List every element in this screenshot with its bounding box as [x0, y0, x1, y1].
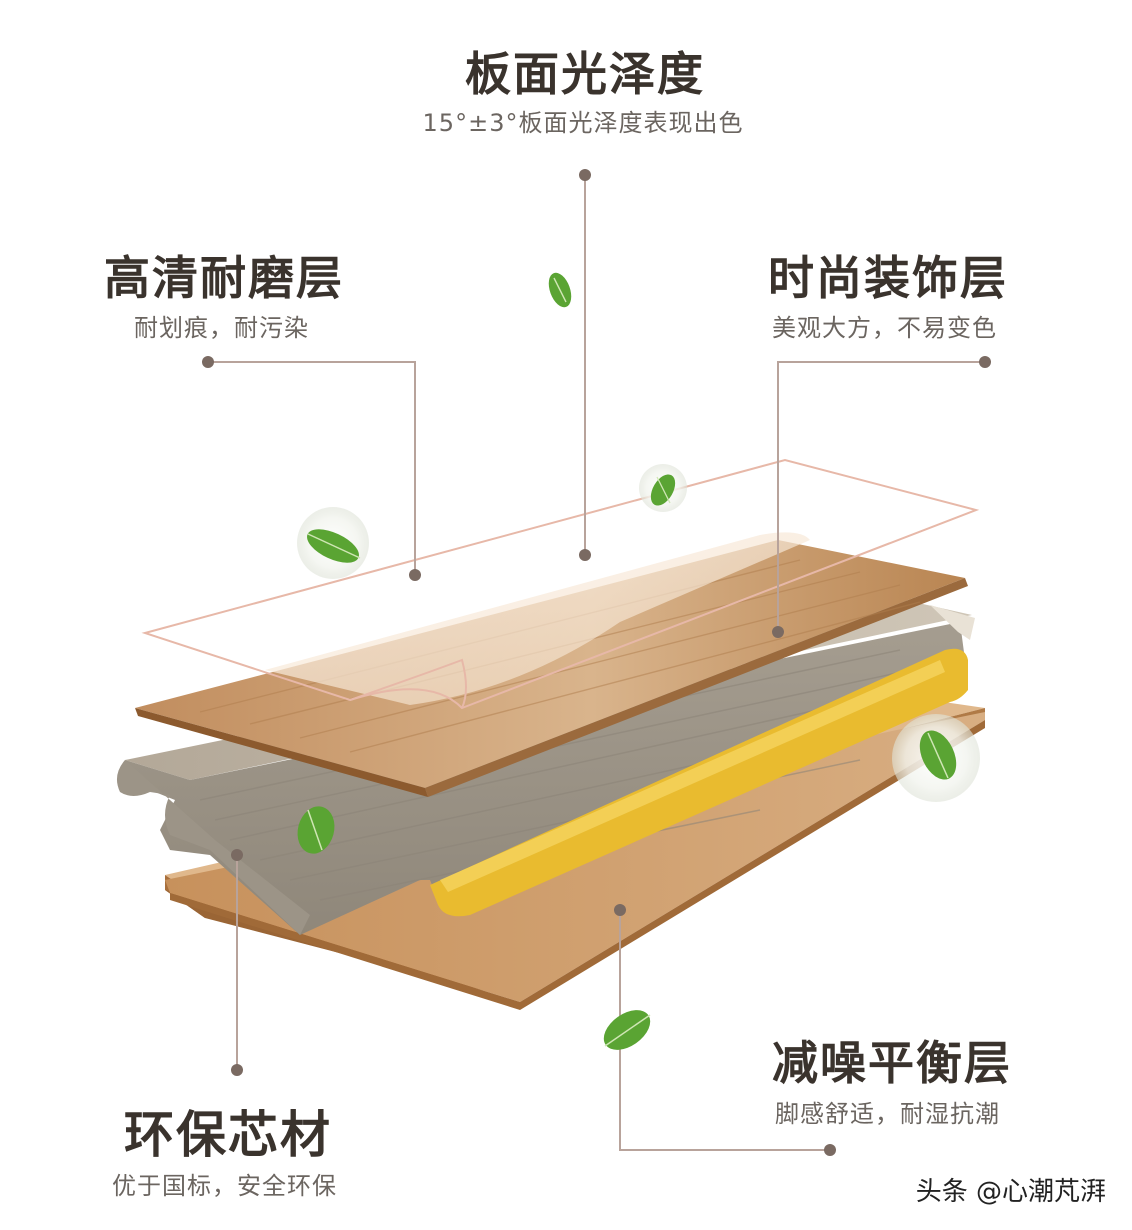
- decor-layer: [135, 540, 968, 797]
- decor-layer-subtitle: 美观大方，不易变色: [772, 314, 997, 342]
- leaf-icon: [603, 1010, 651, 1050]
- wear-layer-title: 高清耐磨层: [104, 251, 344, 305]
- wear-layer-subtitle: 耐划痕，耐污染: [134, 314, 309, 342]
- dot-lower-right-end: [824, 1144, 836, 1156]
- dot-upper-left-start: [202, 356, 214, 368]
- leaf-icon: [892, 714, 980, 802]
- leaf-icon: [297, 806, 335, 854]
- leader-dots: [202, 169, 991, 1156]
- wear-layer: [141, 458, 980, 710]
- dot-lower-right-start: [614, 904, 626, 916]
- leaf-icon: [297, 507, 369, 579]
- leaf-icon: [639, 464, 687, 512]
- gloss-subtitle: 15°±3°板面光泽度表现出色: [422, 109, 744, 137]
- gloss-title: 板面光泽度: [465, 47, 705, 101]
- dot-lower-left-end: [231, 1064, 243, 1076]
- dot-top-start: [579, 169, 591, 181]
- leader-upper-left: [208, 361, 416, 575]
- dot-upper-right-start: [979, 356, 991, 368]
- dot-top-end: [579, 549, 591, 561]
- watermark-text: 头条 @心潮芃湃: [915, 1177, 1106, 1207]
- core-subtitle: 优于国标，安全环保: [112, 1172, 337, 1200]
- balance-layer-title: 减噪平衡层: [772, 1036, 1012, 1090]
- leader-lines: [208, 175, 985, 1151]
- core-title: 环保芯材: [124, 1106, 332, 1164]
- leader-upper-right: [777, 361, 985, 632]
- dot-upper-left-end: [409, 569, 421, 581]
- leader-lower-right: [619, 908, 830, 1151]
- dot-upper-right-end: [772, 626, 784, 638]
- leaf-icon: [548, 272, 572, 308]
- balance-layer-subtitle: 脚感舒适，耐湿抗潮: [775, 1100, 1000, 1128]
- decor-layer-title: 时尚装饰层: [768, 251, 1008, 305]
- dot-lower-left-start: [231, 849, 243, 861]
